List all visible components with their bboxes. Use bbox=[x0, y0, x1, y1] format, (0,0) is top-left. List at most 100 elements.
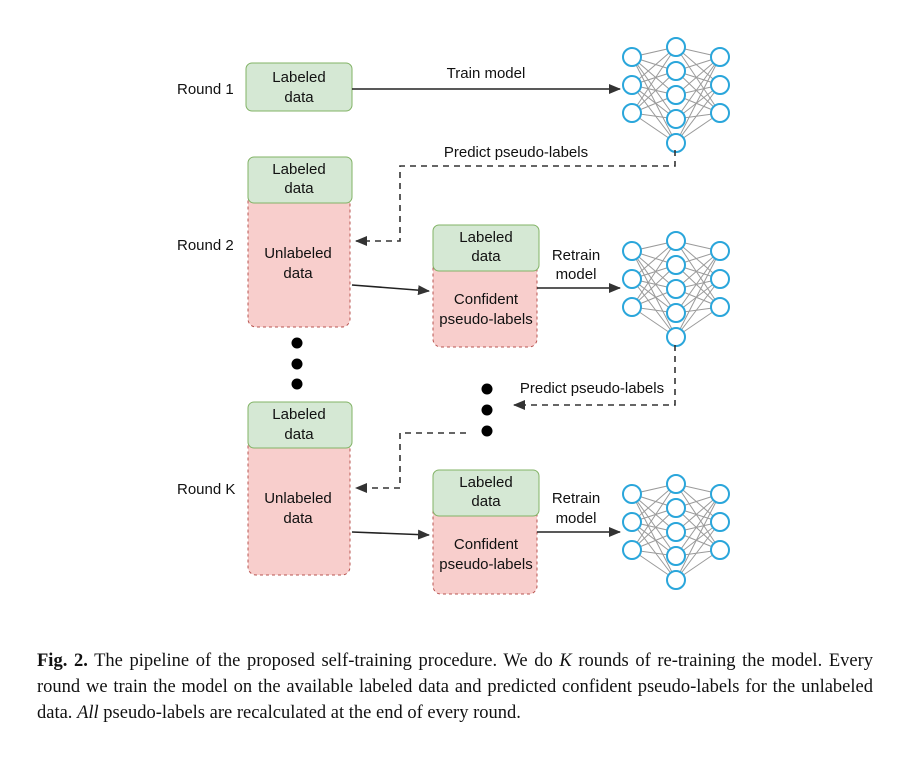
unlabeled-line-1: Unlabeled bbox=[264, 490, 332, 507]
nn-edge bbox=[631, 250, 677, 338]
retrain-label-1: Retrain bbox=[552, 247, 600, 264]
nn-edge bbox=[675, 70, 721, 114]
nn-edge bbox=[631, 70, 677, 114]
nn-edge bbox=[675, 84, 721, 144]
nn-node bbox=[666, 327, 686, 347]
nn-edge bbox=[675, 250, 721, 338]
nn-edge bbox=[631, 493, 677, 581]
predict-pseudo-labels-arrow-2 bbox=[513, 345, 676, 410]
caption-k-symbol: K bbox=[559, 651, 572, 671]
confident-line-2: pseudo-labels bbox=[439, 556, 532, 573]
labeled-line-1: Labeled bbox=[459, 229, 512, 246]
round-k-label: Round K bbox=[177, 481, 235, 498]
retrain-label-2: model bbox=[556, 266, 597, 283]
ellipsis-dots-icon bbox=[481, 383, 493, 437]
nn-edge bbox=[675, 278, 721, 338]
box-line-2: data bbox=[284, 89, 314, 106]
nn-node bbox=[666, 61, 686, 81]
labeled-line-2: data bbox=[284, 180, 314, 197]
predict-pseudo-labels-arrow-1 bbox=[355, 150, 676, 246]
nn-edge bbox=[675, 507, 721, 551]
nn-edge bbox=[631, 250, 677, 314]
predict-pseudo-labels-label-2: Predict pseudo-labels bbox=[520, 380, 664, 397]
box-line-1: Labeled bbox=[272, 69, 325, 86]
nn-edge bbox=[675, 521, 721, 581]
round-k-data-stack: Labeled data Unlabeled data bbox=[247, 401, 353, 576]
nn-node bbox=[666, 570, 686, 590]
nn-node bbox=[710, 484, 730, 504]
neural-network-icon bbox=[622, 37, 730, 153]
nn-edge bbox=[631, 46, 677, 114]
nn-node bbox=[666, 255, 686, 275]
nn-node bbox=[666, 522, 686, 542]
nn-node bbox=[710, 297, 730, 317]
nn-edge bbox=[631, 278, 677, 338]
nn-edge bbox=[675, 483, 721, 551]
confident-line-2: pseudo-labels bbox=[439, 311, 532, 328]
nn-edge bbox=[631, 493, 677, 557]
nn-node bbox=[622, 484, 642, 504]
round-1-label: Round 1 bbox=[177, 81, 234, 98]
nn-node bbox=[666, 231, 686, 251]
nn-node bbox=[622, 241, 642, 261]
nn-edge bbox=[631, 264, 677, 308]
nn-node bbox=[710, 540, 730, 560]
nn-node bbox=[622, 297, 642, 317]
nn-edge bbox=[631, 84, 677, 144]
nn-node bbox=[666, 37, 686, 57]
nn-edge bbox=[631, 240, 677, 308]
caption-text-1: The pipeline of the proposed self-traini… bbox=[87, 651, 560, 671]
nn-edge bbox=[675, 493, 721, 581]
nn-edge bbox=[675, 56, 721, 120]
nn-node bbox=[710, 103, 730, 123]
nn-node bbox=[710, 512, 730, 532]
nn-node bbox=[666, 133, 686, 153]
nn-edge bbox=[675, 264, 721, 308]
nn-node bbox=[622, 512, 642, 532]
nn-edge bbox=[631, 507, 677, 551]
nn-node bbox=[710, 75, 730, 95]
labeled-line-1: Labeled bbox=[272, 161, 325, 178]
pipeline-diagram: Round 1 Round 2 Round K Labeled data Tra… bbox=[177, 37, 730, 595]
nn-node bbox=[666, 85, 686, 105]
nn-node bbox=[666, 303, 686, 323]
retrain-label-1: Retrain bbox=[552, 490, 600, 507]
unlabeled-line-2: data bbox=[283, 265, 313, 282]
nn-node bbox=[666, 109, 686, 129]
labeled-line-2: data bbox=[471, 493, 501, 510]
select-confident-arrow-2 bbox=[351, 284, 430, 296]
unlabeled-line-2: data bbox=[283, 510, 313, 527]
nn-node bbox=[622, 103, 642, 123]
labeled-line-1: Labeled bbox=[459, 474, 512, 491]
nn-edge bbox=[675, 46, 721, 114]
caption-text-3: pseudo-labels are recalculated at the en… bbox=[98, 703, 521, 723]
nn-node bbox=[666, 474, 686, 494]
neural-network-icon bbox=[622, 231, 730, 347]
nn-edge bbox=[675, 240, 721, 308]
nn-edge bbox=[631, 56, 677, 120]
caption-fig-label: Fig. 2. bbox=[37, 651, 88, 671]
caption-text-2: rounds of re-training the model. Every r… bbox=[37, 651, 874, 723]
nn-node bbox=[622, 269, 642, 289]
round-1-labeled-data-box: Labeled data bbox=[245, 62, 353, 112]
confident-line-1: Confident bbox=[454, 291, 519, 308]
figure-caption: Fig. 2. The pipeline of the proposed sel… bbox=[37, 648, 873, 726]
train-model-label: Train model bbox=[447, 65, 526, 82]
predict-pseudo-labels-arrow-3 bbox=[355, 432, 466, 493]
nn-edge bbox=[675, 493, 721, 557]
nn-edge bbox=[675, 56, 721, 144]
nn-node bbox=[666, 498, 686, 518]
nn-node bbox=[710, 269, 730, 289]
unlabeled-line-1: Unlabeled bbox=[264, 245, 332, 262]
caption-all-word: All bbox=[77, 703, 99, 723]
round-2-label: Round 2 bbox=[177, 237, 234, 254]
predict-pseudo-labels-label-1: Predict pseudo-labels bbox=[444, 144, 588, 161]
nn-node bbox=[710, 47, 730, 67]
nn-node bbox=[622, 75, 642, 95]
nn-node bbox=[666, 279, 686, 299]
labeled-line-1: Labeled bbox=[272, 406, 325, 423]
nn-node bbox=[622, 47, 642, 67]
labeled-line-2: data bbox=[471, 248, 501, 265]
nn-node bbox=[622, 540, 642, 560]
nn-node bbox=[666, 546, 686, 566]
